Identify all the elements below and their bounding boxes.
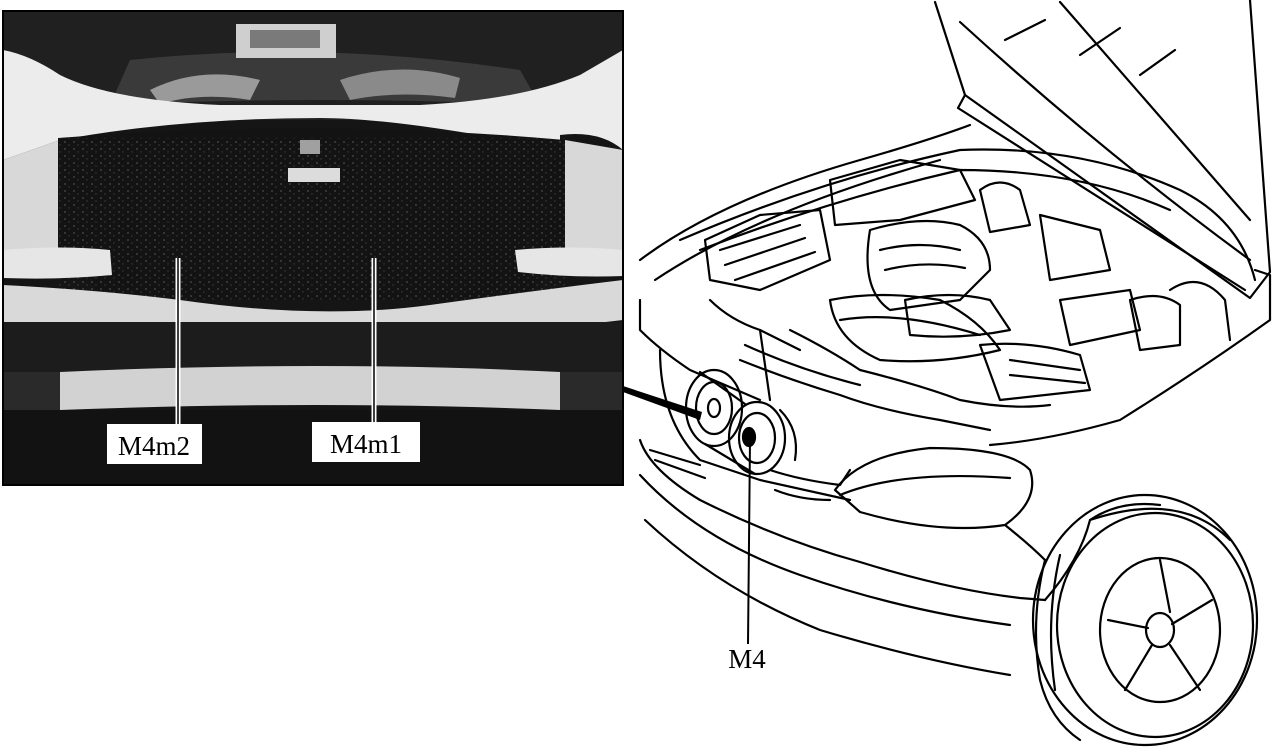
callout-m4m1: M4m1 (312, 422, 420, 462)
callout-m4: M4 (728, 439, 766, 674)
label-m4m2: M4m2 (118, 431, 190, 461)
pointer-to-photo (623, 386, 702, 420)
callout-m4m2: M4m2 (107, 424, 202, 464)
label-m4m1: M4m1 (330, 429, 402, 459)
detail-photo: M4m2 M4m1 (2, 10, 624, 486)
car-front-drawing (638, 0, 1272, 747)
label-m4: M4 (728, 644, 766, 674)
